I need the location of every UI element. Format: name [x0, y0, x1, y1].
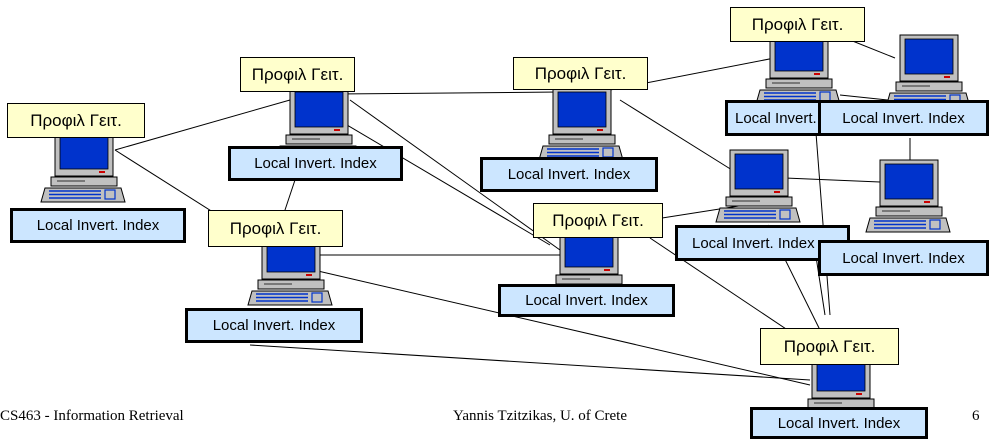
desktop-computer-icon	[40, 129, 126, 203]
footer-course: CS463 - Information Retrieval	[0, 408, 184, 424]
local-index-box: Local Invert. Index	[818, 100, 989, 136]
local-index-box: Local Invert. Index	[480, 157, 658, 192]
peer-profile-label: Προφιλ Γειτ.	[730, 7, 865, 42]
footer-author: Yannis Tzitzikas, U. of Crete	[453, 408, 628, 424]
desktop-computer-icon	[755, 31, 841, 105]
local-index-box: Local Invert. Index	[750, 407, 928, 439]
desktop-computer-icon	[865, 159, 951, 233]
link	[114, 99, 291, 151]
peer-profile-label: Προφιλ Γειτ.	[760, 328, 899, 365]
desktop-computer-icon	[538, 87, 624, 161]
footer-page-number: 6	[972, 408, 980, 424]
link	[334, 91, 561, 95]
link	[849, 39, 896, 59]
local-index-box: Local Invert. Index	[498, 284, 675, 317]
local-index-box: Local Invert. Index	[185, 308, 363, 343]
local-index-box: Local Invert. Index	[228, 146, 403, 181]
peer-profile-label: Προφιλ Γειτ.	[240, 57, 355, 92]
link	[349, 99, 561, 251]
link	[324, 111, 551, 246]
local-index-box: Local Invert. Index	[10, 208, 186, 243]
peer-profile-label: Προφιλ Γειτ.	[7, 103, 145, 138]
link	[249, 344, 811, 381]
link	[304, 267, 811, 386]
link	[814, 119, 831, 316]
desktop-computer-icon	[885, 34, 971, 108]
peer-profile-label: Προφιλ Γειτ.	[513, 57, 648, 90]
desktop-computer-icon	[715, 149, 801, 223]
link	[784, 177, 881, 183]
local-index-box: Local Invert. Index	[818, 240, 989, 276]
peer-profile-label: Προφιλ Γειτ.	[533, 203, 663, 238]
peer-profile-label: Προφιλ Γειτ.	[208, 210, 343, 247]
link	[619, 99, 741, 176]
peer-computers	[40, 31, 971, 425]
